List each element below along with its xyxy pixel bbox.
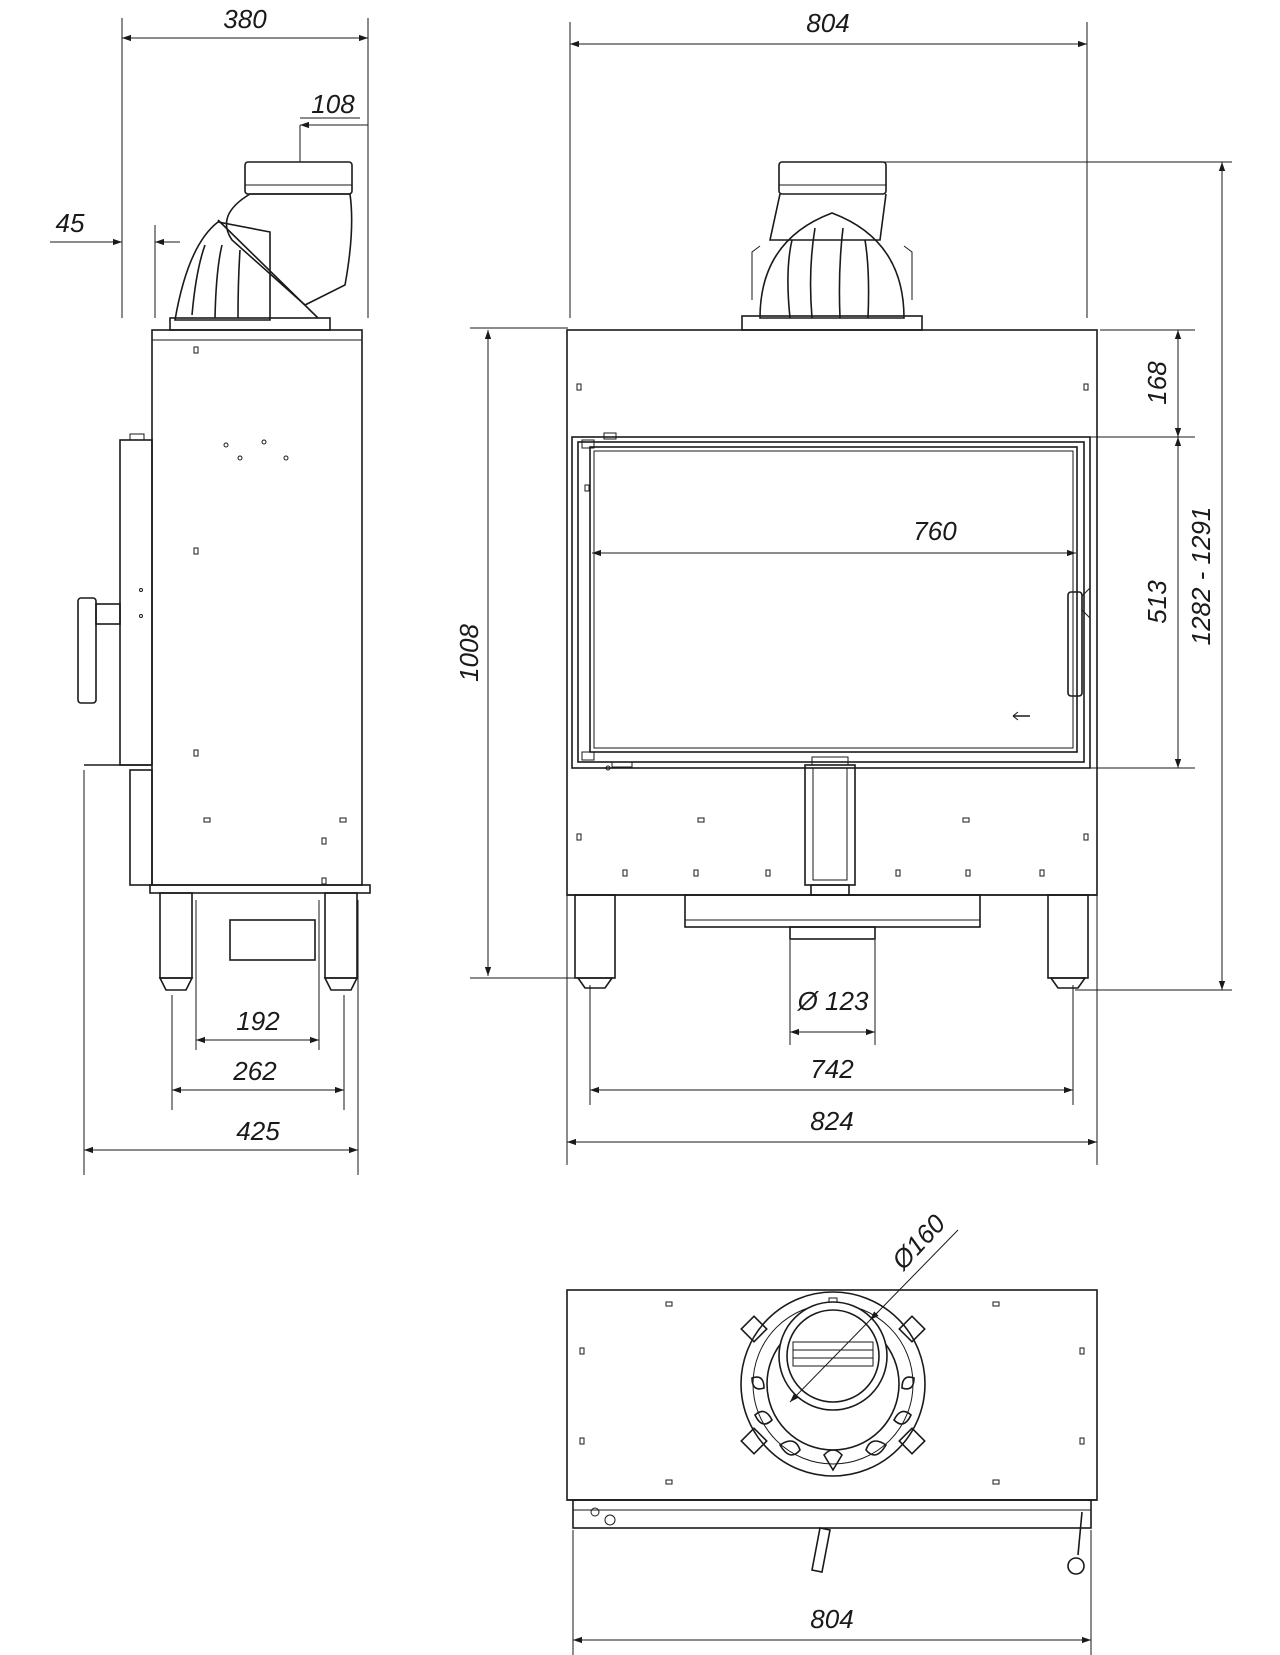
top-mounting-holes (579, 1301, 1085, 1485)
dim-flue-offset: 108 (311, 89, 355, 119)
dim-door-width: 760 (913, 516, 957, 546)
dim-legs-span: 742 (810, 1054, 854, 1084)
dim-top-panel: 168 (1142, 361, 1172, 405)
dim-base-width: 824 (810, 1106, 853, 1136)
side-mounting-holes (129, 346, 347, 885)
dim-flue-diameter: Ø160 (885, 1208, 951, 1276)
front-view: 804 760 1008 168 513 1282 - 1291 Ø 123 7… (454, 8, 1232, 1165)
dim-side-width-top: 380 (223, 4, 267, 34)
dim-body-height: 1008 (454, 624, 484, 682)
dim-legs-inner: 192 (236, 1006, 280, 1036)
dim-front-offset: 45 (56, 208, 85, 238)
side-view: 380 108 45 192 262 425 (50, 4, 371, 1175)
dim-front-width-top: 804 (806, 8, 849, 38)
dim-total-height: 1282 - 1291 (1186, 507, 1216, 646)
dim-top-width: 804 (810, 1604, 853, 1634)
dim-door-height: 513 (1142, 580, 1172, 624)
dim-side-depth-total: 425 (236, 1116, 280, 1146)
dim-air-inlet: Ø 123 (797, 986, 869, 1016)
dim-legs-outer: 262 (232, 1056, 277, 1086)
front-mounting-holes (576, 383, 1089, 877)
top-flange-ears (740, 1315, 926, 1455)
top-view: Ø160 804 (566, 1208, 1098, 1655)
